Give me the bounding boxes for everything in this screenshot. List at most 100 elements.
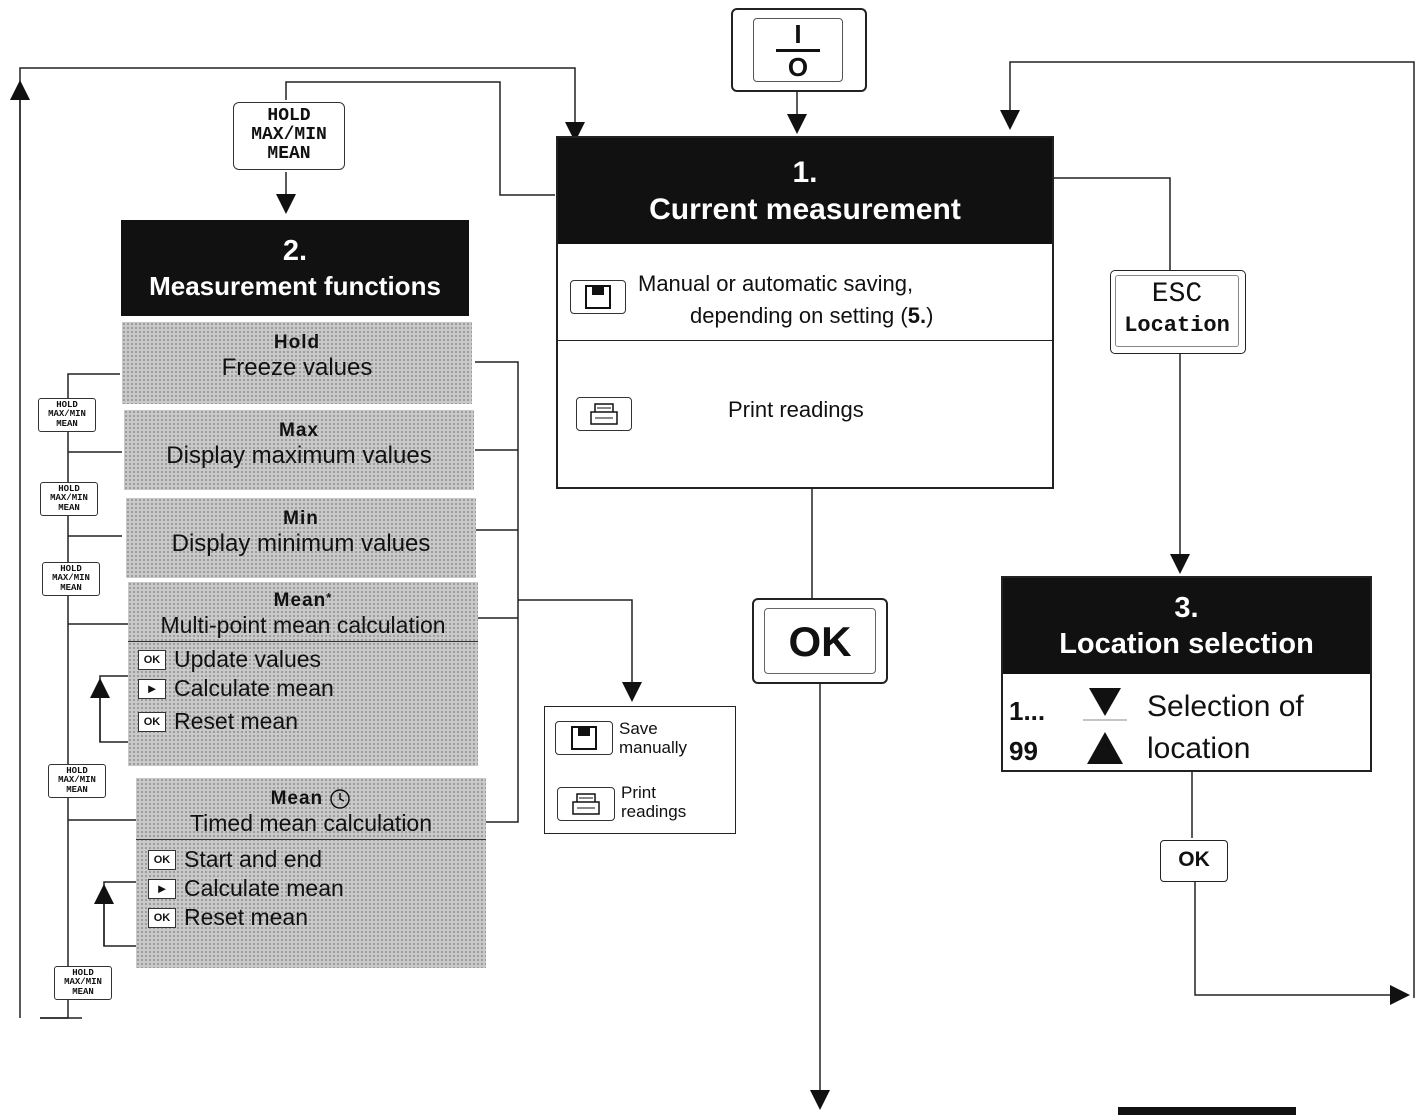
print-description: Print readings — [728, 397, 864, 422]
current-measurement-number: 1. — [792, 156, 818, 189]
hold-key-chip[interactable]: HOLD MAX/MIN MEAN — [54, 966, 112, 1000]
current-measurement-header: 1. Current measurement — [558, 138, 1052, 244]
measurement-functions-title: Measurement functions — [149, 271, 441, 301]
right-arrow-key-icon: ► — [138, 678, 166, 699]
power-key-inner: I O — [753, 18, 843, 82]
esc-key-inner: ESC Location — [1115, 275, 1239, 347]
ok-key-icon: OK — [138, 711, 166, 732]
mean-point-caption-text: Mean — [273, 590, 327, 611]
print-readings-line2: readings — [621, 802, 687, 821]
chip-line1: HOLD — [66, 766, 88, 776]
hold-caption: Hold — [273, 332, 321, 353]
location-label: Location — [1124, 313, 1230, 338]
mean-point-row-reset: OK Reset mean — [138, 708, 478, 735]
hold-function-panel: Hold Freeze values — [122, 322, 472, 404]
save-manually-line2: manually — [619, 738, 688, 757]
save-line2-prefix: depending on setting ( — [690, 303, 908, 328]
start-and-end-label: Start and end — [184, 846, 323, 872]
save-manually-label: Save manually — [619, 719, 687, 757]
floppy-disk-icon — [555, 721, 613, 755]
chip-line2: MAX/MIN — [52, 573, 90, 584]
print-row: Print readings — [558, 341, 1052, 489]
chip-line3: MEAN — [66, 784, 88, 795]
location-description-line1: Selection of — [1147, 690, 1304, 723]
mean-point-row-calculate: ► Calculate mean — [138, 675, 478, 702]
print-readings-label: Print readings — [621, 783, 686, 821]
min-caption: Min — [283, 508, 319, 529]
calculate-mean-label: Calculate mean — [174, 675, 334, 701]
ok-key-icon: OK — [138, 649, 166, 670]
chip-line3: MEAN — [60, 582, 82, 593]
esc-location-key[interactable]: ESC Location — [1110, 270, 1246, 354]
current-measurement-title: Current measurement — [649, 193, 961, 226]
power-on-label: I — [794, 19, 802, 49]
location-selection-title: Location selection — [1059, 628, 1314, 660]
hold-key-chip[interactable]: HOLD MAX/MIN MEAN — [38, 398, 96, 432]
save-row: Manual or automatic saving, depending on… — [558, 244, 1052, 341]
chip-line3: MEAN — [58, 502, 80, 513]
chip-line2: MAX/MIN — [50, 493, 88, 504]
hold-key-line3: MEAN — [267, 143, 311, 164]
ok-key[interactable]: OK — [752, 598, 888, 684]
chip-line1: HOLD — [60, 564, 82, 574]
mean-timed-panel: Mean Timed mean calculation OK Start and… — [136, 778, 486, 968]
update-values-label: Update values — [174, 646, 322, 672]
current-measurement-box: 1. Current measurement Manual or automat… — [556, 136, 1054, 489]
hold-max-min-mean-key[interactable]: HOLD MAX/MIN MEAN — [233, 102, 345, 170]
chip-line2: MAX/MIN — [64, 977, 102, 988]
ok-key-label: OK — [788, 618, 852, 665]
floppy-disk-icon — [570, 280, 626, 314]
save-description: Manual or automatic saving, depending on… — [638, 268, 1038, 332]
mean-timed-row-start: OK Start and end — [148, 846, 486, 873]
chip-line3: MEAN — [72, 986, 94, 997]
mean-timed-row-calculate: ► Calculate mean — [148, 875, 486, 902]
hold-key-chip[interactable]: HOLD MAX/MIN MEAN — [40, 482, 98, 516]
esc-label: ESC — [1151, 279, 1203, 310]
save-manually-line1: Save — [619, 719, 658, 738]
chip-line3: MEAN — [56, 418, 78, 429]
mean-point-panel: Mean* Multi-point mean calculation OK Up… — [128, 582, 478, 766]
chip-line2: MAX/MIN — [48, 409, 86, 420]
reset-mean-label: Reset mean — [184, 904, 309, 930]
hold-key-line2: MAX/MIN — [251, 124, 327, 145]
location-description: Selection of location — [1147, 686, 1304, 770]
location-description-line2: location — [1147, 732, 1251, 765]
mean-timed-row-reset: OK Reset mean — [148, 904, 486, 931]
mean-point-caption: Mean* — [128, 590, 478, 612]
mean-timed-caption-text: Mean — [270, 788, 324, 809]
reset-mean-label: Reset mean — [174, 708, 299, 734]
mean-timed-caption: Mean — [136, 788, 486, 810]
hold-key-chip[interactable]: HOLD MAX/MIN MEAN — [48, 764, 106, 798]
chip-line2: MAX/MIN — [58, 775, 96, 786]
hold-description: Freeze values — [221, 354, 373, 381]
ok-key-icon: OK — [148, 907, 176, 928]
mean-point-rows: OK Update values ► Calculate mean OK Res… — [128, 642, 478, 735]
min-description: Display minimum values — [171, 530, 431, 557]
location-selection-number: 3. — [1174, 592, 1199, 624]
location-range-end: 99 — [1009, 736, 1038, 766]
ok-key-inner: OK — [764, 608, 876, 674]
chip-line1: HOLD — [72, 968, 94, 978]
chip-line1: HOLD — [56, 400, 78, 410]
printer-icon — [557, 787, 615, 821]
save-description-line2: depending on setting (5.) — [638, 300, 1038, 332]
hold-key-line1: HOLD — [267, 106, 311, 126]
measurement-functions-number: 2. — [282, 235, 308, 267]
min-function-panel: Min Display minimum values — [126, 498, 476, 578]
save-print-panel: Save manually Print readings — [544, 706, 736, 834]
mean-point-description: Multi-point mean calculation — [128, 612, 478, 642]
power-divider — [776, 49, 820, 52]
power-off-label: O — [787, 52, 809, 82]
mean-point-row-update: OK Update values — [138, 646, 478, 673]
max-caption: Max — [279, 420, 319, 441]
location-selection-header: 3. Location selection — [1003, 578, 1370, 674]
location-selection-box: 3. Location selection 1... 99 Selection … — [1001, 576, 1372, 772]
power-key[interactable]: I O — [731, 8, 867, 92]
up-arrow-key-icon — [1087, 732, 1123, 764]
mean-point-asterisk: * — [326, 590, 333, 605]
hold-key-chip[interactable]: HOLD MAX/MIN MEAN — [42, 562, 100, 596]
ok-key-small[interactable]: OK — [1160, 840, 1228, 882]
chip-line1: HOLD — [58, 484, 80, 494]
right-arrow-key-icon: ► — [148, 878, 176, 899]
